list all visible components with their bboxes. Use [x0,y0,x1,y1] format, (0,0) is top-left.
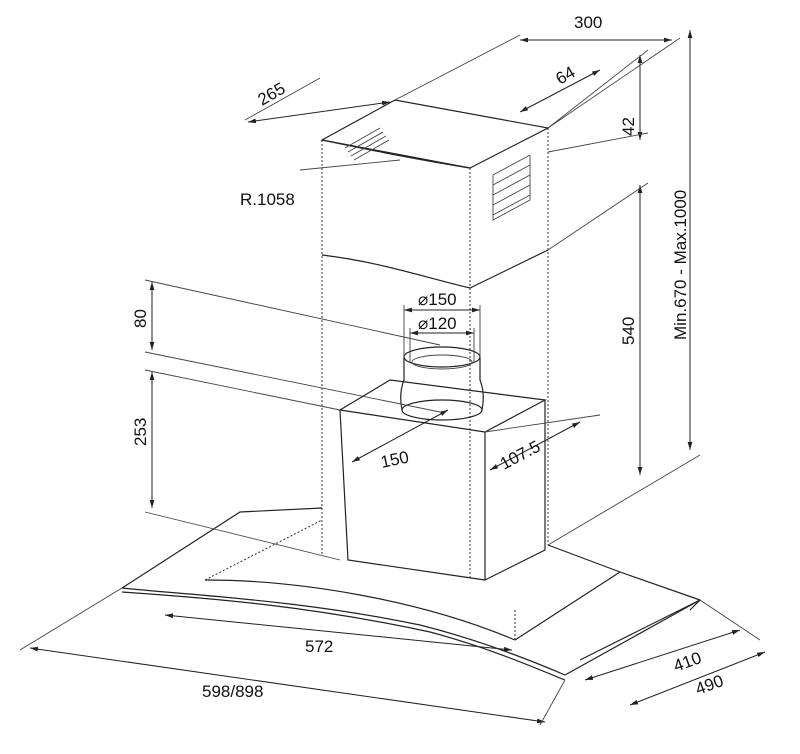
vent-grille-top [344,127,390,161]
label-collar-back: 107.5 [497,437,543,474]
label-chimney-width: 300 [574,13,602,32]
label-total-height: Min.670 - Max.1000 [671,190,690,340]
label-duct-inner: ⌀120 [418,314,457,333]
chimney [320,99,550,580]
label-body-height: 253 [131,418,150,446]
label-chimney-depth: 265 [255,79,289,110]
label-vent-offset: 64 [553,63,579,89]
label-collar-side: 150 [379,447,411,471]
motor-body [338,379,547,581]
label-radius: R.1058 [240,190,295,209]
label-collar-height: 80 [131,309,150,328]
label-inner-width: 572 [305,637,333,656]
label-total-depth: 490 [693,671,726,699]
glass-canopy [121,507,701,681]
label-total-width: 598/898 [202,682,263,701]
vent-grille-side [492,154,531,221]
dimension-lines [19,30,766,726]
label-inner-depth: 410 [671,648,704,676]
label-vent-height: 42 [619,117,638,136]
label-duct-outer: ⌀150 [418,290,457,309]
label-chimney-lower-height: 540 [619,317,638,345]
